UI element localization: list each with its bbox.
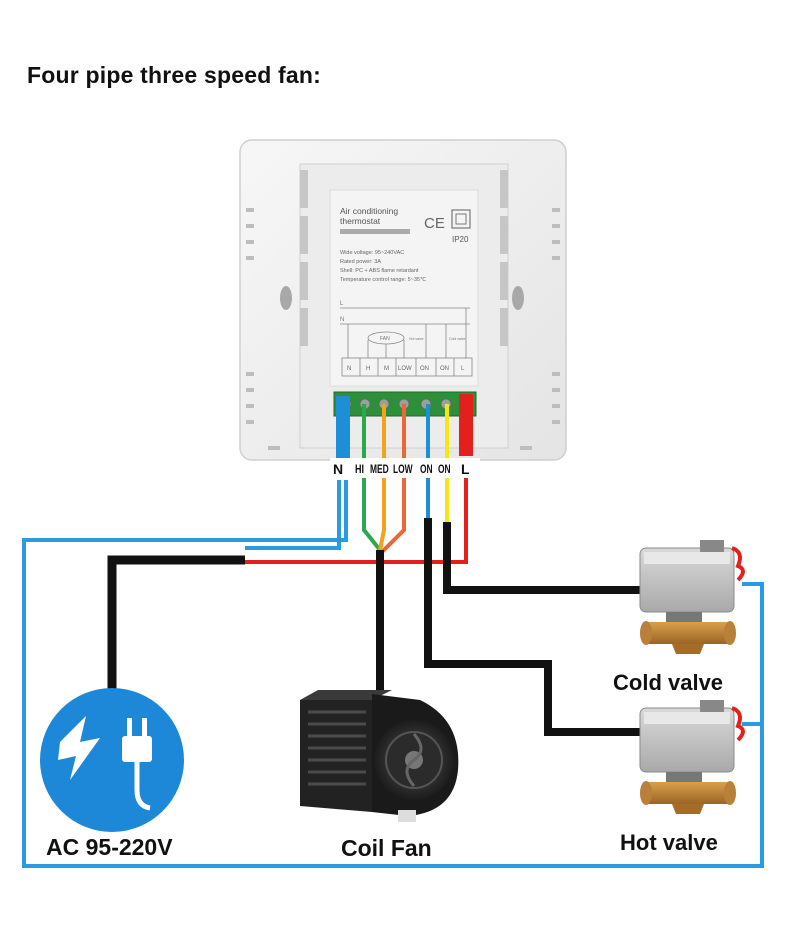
terminal-label-ON1: ON: [420, 462, 433, 476]
schematic-N-label: N: [340, 317, 344, 323]
schematic-cold-valve-label: Cold valve: [449, 337, 465, 341]
terminal-wire-N: [336, 396, 350, 458]
live-red-wire: [245, 478, 468, 564]
sticker-terminal-LOW: LOW: [398, 366, 412, 372]
terminal-label-MED: MED: [370, 462, 389, 476]
hot-valve-icon: [639, 700, 745, 814]
schematic-hot-valve-label: Hot valve: [409, 337, 424, 341]
fan-icon: [300, 690, 459, 822]
mini-schematic: [340, 307, 473, 377]
sticker-terminal-M: M: [384, 366, 389, 372]
sticker-terminal-ON2: ON: [440, 366, 449, 372]
sticker-terminal-L: L: [461, 366, 465, 372]
thermostat-back-plate: [239, 139, 567, 461]
terminal-label-L: L: [461, 461, 470, 477]
spec-line-4: Temperature control range: 5~35℃: [340, 277, 427, 283]
terminal-label-HI: HI: [355, 462, 364, 476]
neutral-loop-wire: [22, 480, 764, 868]
sticker-barcode: [340, 229, 410, 234]
schematic-fan-label: FAN: [380, 336, 390, 342]
power-label: AC 95-220V: [46, 834, 173, 860]
sticker-terminal-H: H: [366, 366, 370, 372]
double-insulation-icon: [451, 209, 471, 229]
terminal-label-LOW: LOW: [393, 462, 413, 476]
cold-valve-black-wire: [443, 522, 640, 594]
product-name-line2: thermostat: [340, 216, 381, 226]
diagram-title: Four pipe three speed fan:: [27, 62, 322, 88]
terminal-label-ON2: ON: [438, 462, 451, 476]
sticker-terminal-N: N: [347, 366, 351, 372]
spec-line-3: Shell: PC + ABS flame retardant: [340, 268, 419, 274]
ce-mark: CE: [424, 215, 445, 232]
fan-label: Coil Fan: [341, 835, 432, 861]
terminal-wire-L: [459, 394, 473, 456]
schematic-L-label: L: [340, 301, 344, 307]
power-black-wire: [107, 555, 245, 690]
spec-line-1: Wide voltage: 95~240VAC: [340, 250, 404, 256]
neutral-wire-inner: [245, 480, 341, 550]
cold-valve-icon: [639, 540, 745, 654]
spec-line-2: Rated power: 3A: [340, 259, 381, 265]
hot-valve-label: Hot valve: [620, 830, 718, 855]
terminal-label-N: N: [333, 461, 344, 477]
sticker-terminal-ON1: ON: [420, 366, 429, 372]
power-plug-icon: [40, 688, 184, 832]
ip-rating: IP20: [452, 235, 469, 244]
hot-valve-black-wire: [424, 518, 640, 736]
cold-valve-label: Cold valve: [613, 670, 724, 695]
product-name-line1: Air conditioning: [340, 206, 398, 216]
